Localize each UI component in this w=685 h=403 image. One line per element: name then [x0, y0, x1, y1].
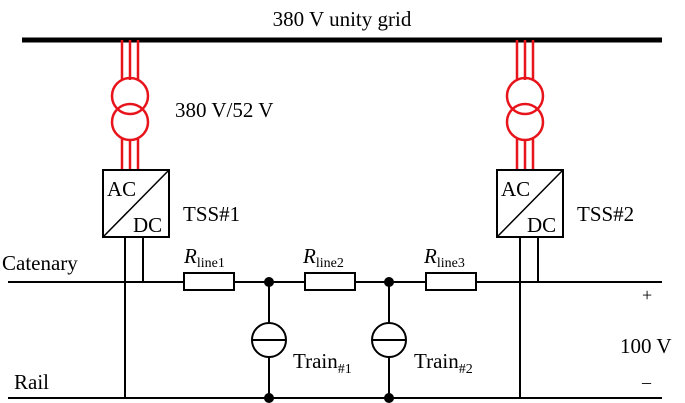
- transformer-1: [110, 40, 150, 170]
- train2-source: [371, 277, 407, 403]
- tss2-ac-label: AC: [501, 177, 530, 201]
- resistor-2-label: Rline2: [302, 244, 344, 271]
- tss-dc-leads: [124, 237, 539, 398]
- resistor-1-label: Rline1: [183, 244, 225, 271]
- resistor-3-label: Rline3: [423, 244, 465, 271]
- resistor-line3: [425, 272, 477, 291]
- tss2-converter: AC DC: [496, 169, 564, 238]
- voltage-label: 100 V: [620, 334, 672, 358]
- tss1-converter: AC DC: [102, 169, 170, 238]
- rail-label: Rail: [14, 370, 49, 394]
- tss1-dc-label: DC: [133, 213, 162, 237]
- tss2-dc-label: DC: [527, 213, 556, 237]
- grid-label: 380 V unity grid: [273, 7, 412, 31]
- tss1-ac-label: AC: [107, 177, 136, 201]
- catenary-label: Catenary: [2, 251, 78, 275]
- voltage-plus: +: [642, 285, 652, 305]
- resistor-line1: [183, 272, 235, 291]
- tss1-label: TSS#1: [183, 202, 240, 226]
- transformer-label: 380 V/52 V: [175, 98, 273, 122]
- train1-label: Train#1: [293, 349, 352, 377]
- train1-source: [251, 277, 287, 403]
- train2-label: Train#2: [414, 349, 473, 377]
- transformer-2: [505, 40, 545, 170]
- voltage-minus: –: [641, 372, 652, 392]
- tss2-label: TSS#2: [577, 202, 634, 226]
- resistor-line2: [304, 272, 356, 291]
